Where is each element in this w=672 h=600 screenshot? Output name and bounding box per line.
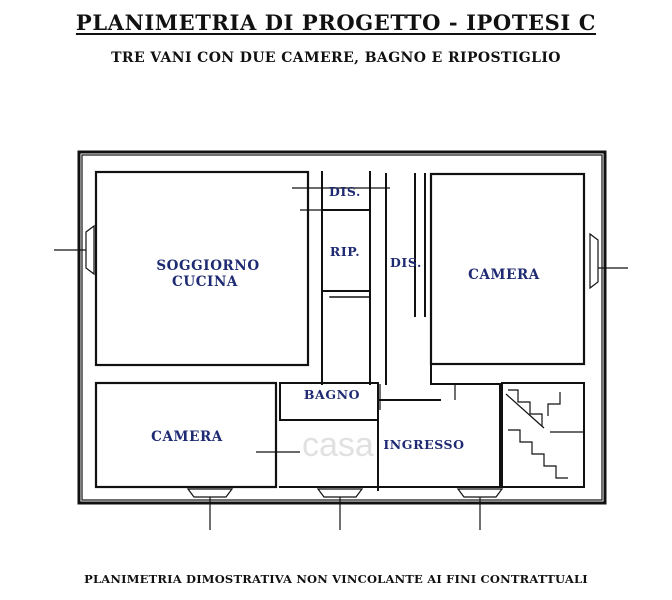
label-dis-top: DIS. xyxy=(329,184,361,199)
disclaimer-footer: PLANIMETRIA DIMOSTRATIVA NON VINCOLANTE … xyxy=(84,572,588,586)
label-bagno: BAGNO xyxy=(304,387,360,402)
door-markers xyxy=(256,187,456,453)
label-ingresso: INGRESSO xyxy=(383,437,464,452)
walls xyxy=(77,150,607,505)
label-cucina: CUCINA xyxy=(172,274,238,290)
stair-zigzag-1 xyxy=(508,389,543,426)
window-markers xyxy=(54,224,628,530)
stair-zigzag-2 xyxy=(547,392,561,416)
plan-title: PLANIMETRIA DI PROGETTO - IPOTESI C xyxy=(75,10,597,35)
label-camera-right: CAMERA xyxy=(468,267,540,283)
label-soggiorno: SOGGIORNO xyxy=(156,258,259,274)
wall-bagno xyxy=(279,382,379,421)
window-bottom-1 xyxy=(186,488,234,498)
wall-camera-right xyxy=(429,172,586,366)
wall-camera-left xyxy=(94,381,278,489)
watermark: casa xyxy=(302,426,374,464)
label-dis-mid: DIS. xyxy=(390,255,422,270)
room-labels: SOGGIORNO CUCINA CAMERA CAMERA DIS. RIP.… xyxy=(151,184,540,452)
stair-diagonal xyxy=(505,393,545,429)
label-rip: RIP. xyxy=(330,244,360,259)
label-camera-left: CAMERA xyxy=(151,429,223,445)
window-left xyxy=(85,224,95,276)
stair-block xyxy=(501,382,585,488)
wall-soggiorno xyxy=(94,170,310,367)
outer-wall-outline xyxy=(77,150,607,505)
window-right xyxy=(589,232,599,290)
inner-wall-outline xyxy=(81,154,603,501)
window-bottom-3 xyxy=(456,488,504,498)
window-bottom-2 xyxy=(316,488,364,498)
plan-subtitle: TRE VANI CON DUE CAMERE, BAGNO E RIPOSTI… xyxy=(111,50,561,66)
stair-steps xyxy=(505,389,584,479)
stair-zigzag-3 xyxy=(508,429,568,479)
